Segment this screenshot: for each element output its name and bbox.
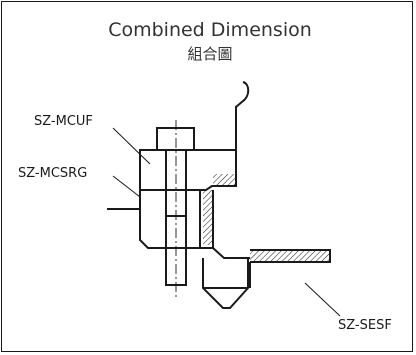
label-sesf: SZ-SESF — [338, 318, 392, 333]
bolt-head — [156, 127, 195, 151]
leader-mcuf — [112, 127, 151, 165]
hatch-wall — [203, 190, 213, 245]
drawing-frame — [1, 1, 413, 352]
leader-sesf — [304, 282, 341, 317]
hatch-slide — [250, 250, 330, 262]
shoe-body — [202, 258, 249, 309]
label-mcuf: SZ-MCUF — [34, 114, 93, 129]
frame-rail — [212, 81, 250, 187]
hatch-upper — [213, 174, 236, 186]
mcsrg-block — [139, 189, 201, 249]
drawing-subtitle: 組合圖 — [187, 45, 232, 63]
drawing-title: Combined Dimension — [108, 19, 312, 41]
leader-mcsrg — [112, 175, 141, 198]
label-mcsrg: SZ-MCSRG — [18, 166, 87, 181]
